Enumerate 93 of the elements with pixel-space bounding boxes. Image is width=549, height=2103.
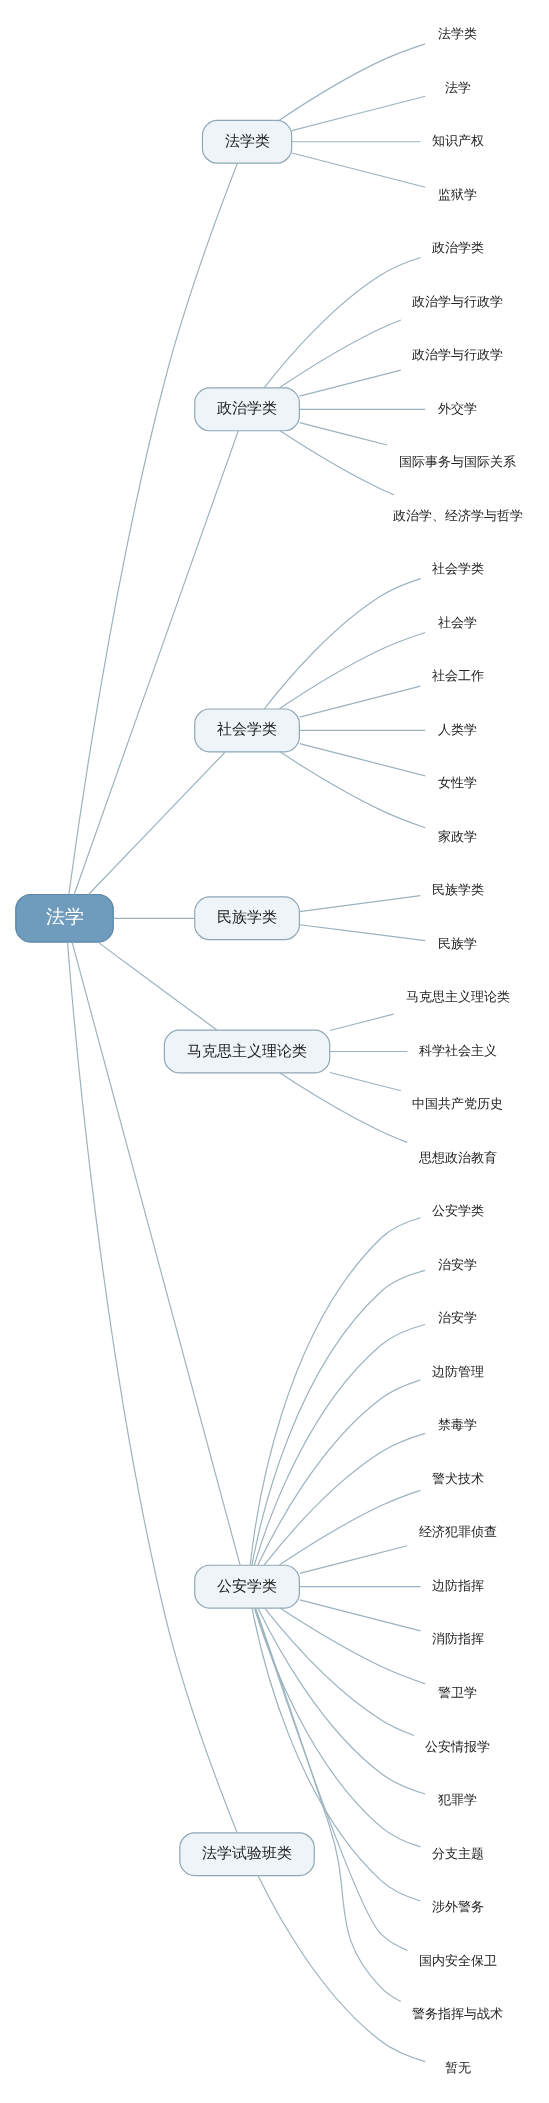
connector — [263, 577, 421, 710]
connector — [256, 1607, 426, 1795]
node-text: 边防指挥 — [431, 1577, 484, 1593]
node-text: 警务指挥与战术 — [411, 2006, 503, 2022]
node-text: 科学社会主义 — [418, 1042, 497, 1058]
connector — [298, 924, 426, 942]
connector — [254, 1607, 401, 2002]
node-text: 政治学与行政学 — [411, 293, 503, 309]
node-text: 中国共产党历史 — [411, 1096, 503, 1112]
connector — [253, 1607, 421, 1848]
connector — [298, 743, 426, 777]
connector — [278, 1489, 421, 1566]
connector — [328, 1071, 401, 1092]
connector — [278, 631, 426, 710]
node-text: 法学类 — [437, 26, 477, 42]
connector — [290, 141, 421, 143]
node-box: 政治学类 — [193, 387, 300, 432]
connector — [256, 1875, 426, 2063]
node-text: 政治学与行政学 — [411, 347, 503, 363]
connector — [278, 1607, 426, 1685]
node-text: 民族学类 — [431, 882, 484, 898]
node-text: 涉外警务 — [431, 1899, 484, 1915]
node-text: 监狱学 — [437, 186, 477, 202]
node-box: 公安学类 — [193, 1564, 300, 1609]
node-text: 知识产权 — [431, 133, 484, 149]
node-text: 禁毒学 — [437, 1417, 477, 1433]
node-text: 警犬技术 — [431, 1470, 484, 1486]
node-text: 法学 — [444, 79, 471, 95]
connector — [298, 729, 426, 731]
node-text: 国际事务与国际关系 — [398, 454, 516, 470]
connector — [278, 430, 395, 496]
connector — [263, 256, 421, 389]
connector — [298, 369, 401, 397]
node-text: 社会工作 — [431, 668, 484, 684]
connector — [298, 685, 421, 718]
node-text: 治安学 — [437, 1310, 477, 1326]
node-box: 马克思主义理论类 — [163, 1029, 330, 1074]
node-text: 暂无 — [444, 2059, 471, 2075]
connector — [278, 1072, 408, 1143]
node-text: 社会学 — [437, 614, 477, 630]
node-text: 社会学类 — [431, 561, 484, 577]
node-text: 经济犯罪侦查 — [418, 1524, 497, 1540]
connector — [298, 408, 426, 410]
connector — [71, 941, 241, 1566]
node-text: 女性学 — [437, 775, 477, 791]
connector — [278, 751, 426, 829]
connector — [67, 162, 238, 896]
connector — [256, 1379, 421, 1566]
node-text: 家政学 — [437, 828, 477, 844]
node-box: 法学类 — [201, 119, 292, 164]
connector — [328, 1013, 394, 1032]
node-text: 公安学类 — [431, 1203, 484, 1219]
node-text: 治安学 — [437, 1256, 477, 1272]
node-text: 马克思主义理论类 — [405, 989, 510, 1005]
node-text: 边防管理 — [431, 1363, 484, 1379]
connector — [254, 1607, 408, 1951]
connector — [290, 152, 426, 188]
connector — [66, 941, 238, 1834]
node-text: 思想政治教育 — [418, 1149, 497, 1165]
node-text: 警卫学 — [437, 1684, 477, 1700]
connector — [96, 941, 217, 1031]
node-text: 政治学、经济学与哲学 — [392, 507, 523, 523]
node-text: 民族学 — [437, 935, 477, 951]
connector — [298, 1545, 408, 1574]
connector — [298, 1586, 421, 1588]
node-text: 犯罪学 — [437, 1792, 477, 1808]
node-box: 法学试验班类 — [178, 1832, 315, 1877]
connector — [298, 421, 388, 446]
node-box: 法学 — [14, 893, 114, 943]
node-text: 人类学 — [437, 721, 477, 737]
node-text: 公安情报学 — [424, 1738, 490, 1754]
connector — [263, 1607, 415, 1737]
connector — [250, 1269, 426, 1566]
connector — [278, 319, 402, 389]
node-text: 政治学类 — [431, 240, 484, 256]
connector — [278, 43, 426, 121]
node-text: 消防指挥 — [431, 1631, 484, 1647]
node-box: 民族学类 — [193, 896, 300, 941]
connector — [73, 430, 239, 896]
connector — [298, 895, 421, 913]
connector — [328, 1050, 408, 1053]
connector — [290, 95, 426, 132]
node-box: 社会学类 — [193, 708, 300, 753]
node-text: 国内安全保卫 — [418, 1952, 497, 1968]
connector — [249, 1217, 421, 1566]
connector — [87, 751, 225, 896]
connector — [298, 1599, 421, 1632]
node-text: 外交学 — [437, 400, 477, 416]
connector — [112, 917, 195, 919]
node-text: 分支主题 — [431, 1845, 484, 1861]
connector — [250, 1607, 421, 1902]
connector — [253, 1323, 426, 1566]
connector — [263, 1432, 426, 1566]
